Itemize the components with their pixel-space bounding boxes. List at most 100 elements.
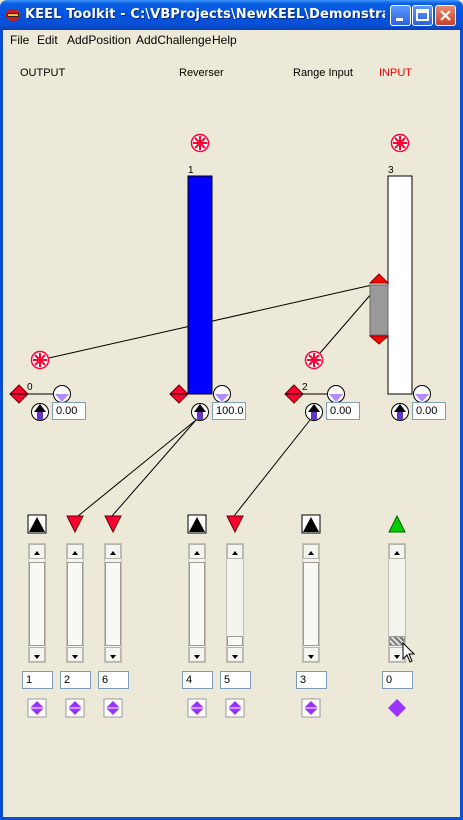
purple-diamond-icon[interactable] [225,698,245,718]
scroll-thumb[interactable] [389,636,405,646]
window-frame-bottom [0,817,463,820]
close-icon [440,10,451,21]
minimize-button[interactable] [390,5,411,26]
scroll-down-icon [110,655,116,659]
menu-edit[interactable]: Edit [37,33,58,47]
menu-help[interactable]: Help [212,33,237,47]
title-bar[interactable]: KEEL Toolkit - C:\VBProjects\NewKEEL\Dem… [0,0,463,30]
purple-diamond-icon[interactable] [65,698,85,718]
range-input-value-field[interactable]: 0.00 [326,402,360,420]
scroll-up-button[interactable] [29,544,45,559]
priority-value-field[interactable]: 2 [60,671,91,689]
priority-scrollbar[interactable] [302,543,320,663]
maximize-button[interactable] [412,5,433,26]
scroll-up-button[interactable] [67,544,83,559]
scroll-up-button[interactable] [105,544,121,559]
menu-bar: File Edit AddPosition AddChallenge Help [0,30,463,49]
scroll-up-button[interactable] [389,544,405,559]
priority-value-field[interactable]: 1 [22,671,53,689]
scroll-up-icon [72,551,78,555]
reverser-star-icon[interactable] [190,133,210,153]
menu-file[interactable]: File [10,33,30,47]
scroll-thumb[interactable] [105,562,121,646]
menu-addchallenge[interactable]: AddChallenge [136,33,212,47]
close-button[interactable] [435,5,456,26]
output-star-icon[interactable] [30,350,50,370]
scroll-up-icon [110,551,116,555]
output-diamond-icon[interactable] [9,384,29,404]
up-arrow-black-icon[interactable] [301,514,321,534]
input-value-field[interactable]: 0.00 [412,402,446,420]
input-up-button[interactable] [390,402,410,422]
link-line-rev-s2 [77,419,197,517]
app-icon [5,9,21,21]
down-arrow-red-icon[interactable] [225,514,245,534]
up-arrow-black-icon[interactable] [187,514,207,534]
scroll-thumb[interactable] [29,562,45,646]
range-input-weight-circle-icon[interactable] [326,384,346,404]
output-weight-circle-icon[interactable] [52,384,72,404]
scroll-down-icon [72,655,78,659]
purple-diamond-icon[interactable] [301,698,321,718]
scroll-down-button[interactable] [303,647,319,662]
input-index-label: 3 [388,165,394,176]
purple-diamond-icon[interactable] [387,698,407,718]
priority-scrollbar[interactable] [388,543,406,663]
scroll-down-button[interactable] [105,647,121,662]
range-input-star-icon[interactable] [304,350,324,370]
priority-value-field[interactable]: 6 [98,671,129,689]
priority-value-field[interactable]: 0 [382,671,413,689]
scroll-up-button[interactable] [227,544,243,559]
range-input-up-button[interactable] [304,402,324,422]
reverser-up-button[interactable] [190,402,210,422]
scroll-down-button[interactable] [189,647,205,662]
input-bar[interactable] [387,175,413,395]
reverser-value-field[interactable]: 100.0 [212,402,246,420]
input-weight-circle-icon[interactable] [412,384,432,404]
priority-scrollbar[interactable] [188,543,206,663]
scroll-up-button[interactable] [303,544,319,559]
scroll-up-button[interactable] [189,544,205,559]
scroll-thumb[interactable] [67,562,83,646]
scroll-up-icon [394,551,400,555]
reverser-weight-circle-icon[interactable] [212,384,232,404]
scroll-down-icon [34,655,40,659]
range-input-diamond-icon[interactable] [284,384,304,404]
scroll-down-button[interactable] [227,647,243,662]
scroll-down-button[interactable] [29,647,45,662]
up-arrow-green-icon[interactable] [387,514,407,534]
reverser-bar[interactable] [187,175,213,395]
scroll-thumb[interactable] [303,562,319,646]
down-arrow-red-icon[interactable] [103,514,123,534]
reverser-diamond-icon[interactable] [169,384,189,404]
priority-value-field[interactable]: 3 [296,671,327,689]
priority-value-field[interactable]: 5 [220,671,251,689]
priority-scrollbar[interactable] [104,543,122,663]
purple-diamond-icon[interactable] [103,698,123,718]
range-bottom-arrow-icon[interactable] [368,335,390,345]
reverser-header: Reverser [179,67,224,79]
priority-value-field[interactable]: 4 [182,671,213,689]
priority-scrollbar[interactable] [226,543,244,663]
range-top-arrow-icon[interactable] [368,273,390,284]
output-up-button[interactable] [30,402,50,422]
scroll-thumb[interactable] [189,562,205,646]
scroll-down-icon [232,655,238,659]
down-arrow-red-icon[interactable] [65,514,85,534]
output-index-label: 0 [27,382,33,393]
output-value-field[interactable]: 0.00 [52,402,86,420]
scroll-down-button[interactable] [67,647,83,662]
menu-addposition[interactable]: AddPosition [67,33,132,47]
mouse-cursor-icon [402,642,416,663]
scroll-thumb[interactable] [227,636,243,646]
priority-scrollbar[interactable] [66,543,84,663]
priority-scrollbar[interactable] [28,543,46,663]
up-arrow-black-icon[interactable] [27,514,47,534]
range-marker[interactable] [369,284,389,336]
purple-diamond-icon[interactable] [187,698,207,718]
input-star-icon[interactable] [390,133,410,153]
purple-diamond-icon[interactable] [27,698,47,718]
scroll-up-icon [308,551,314,555]
